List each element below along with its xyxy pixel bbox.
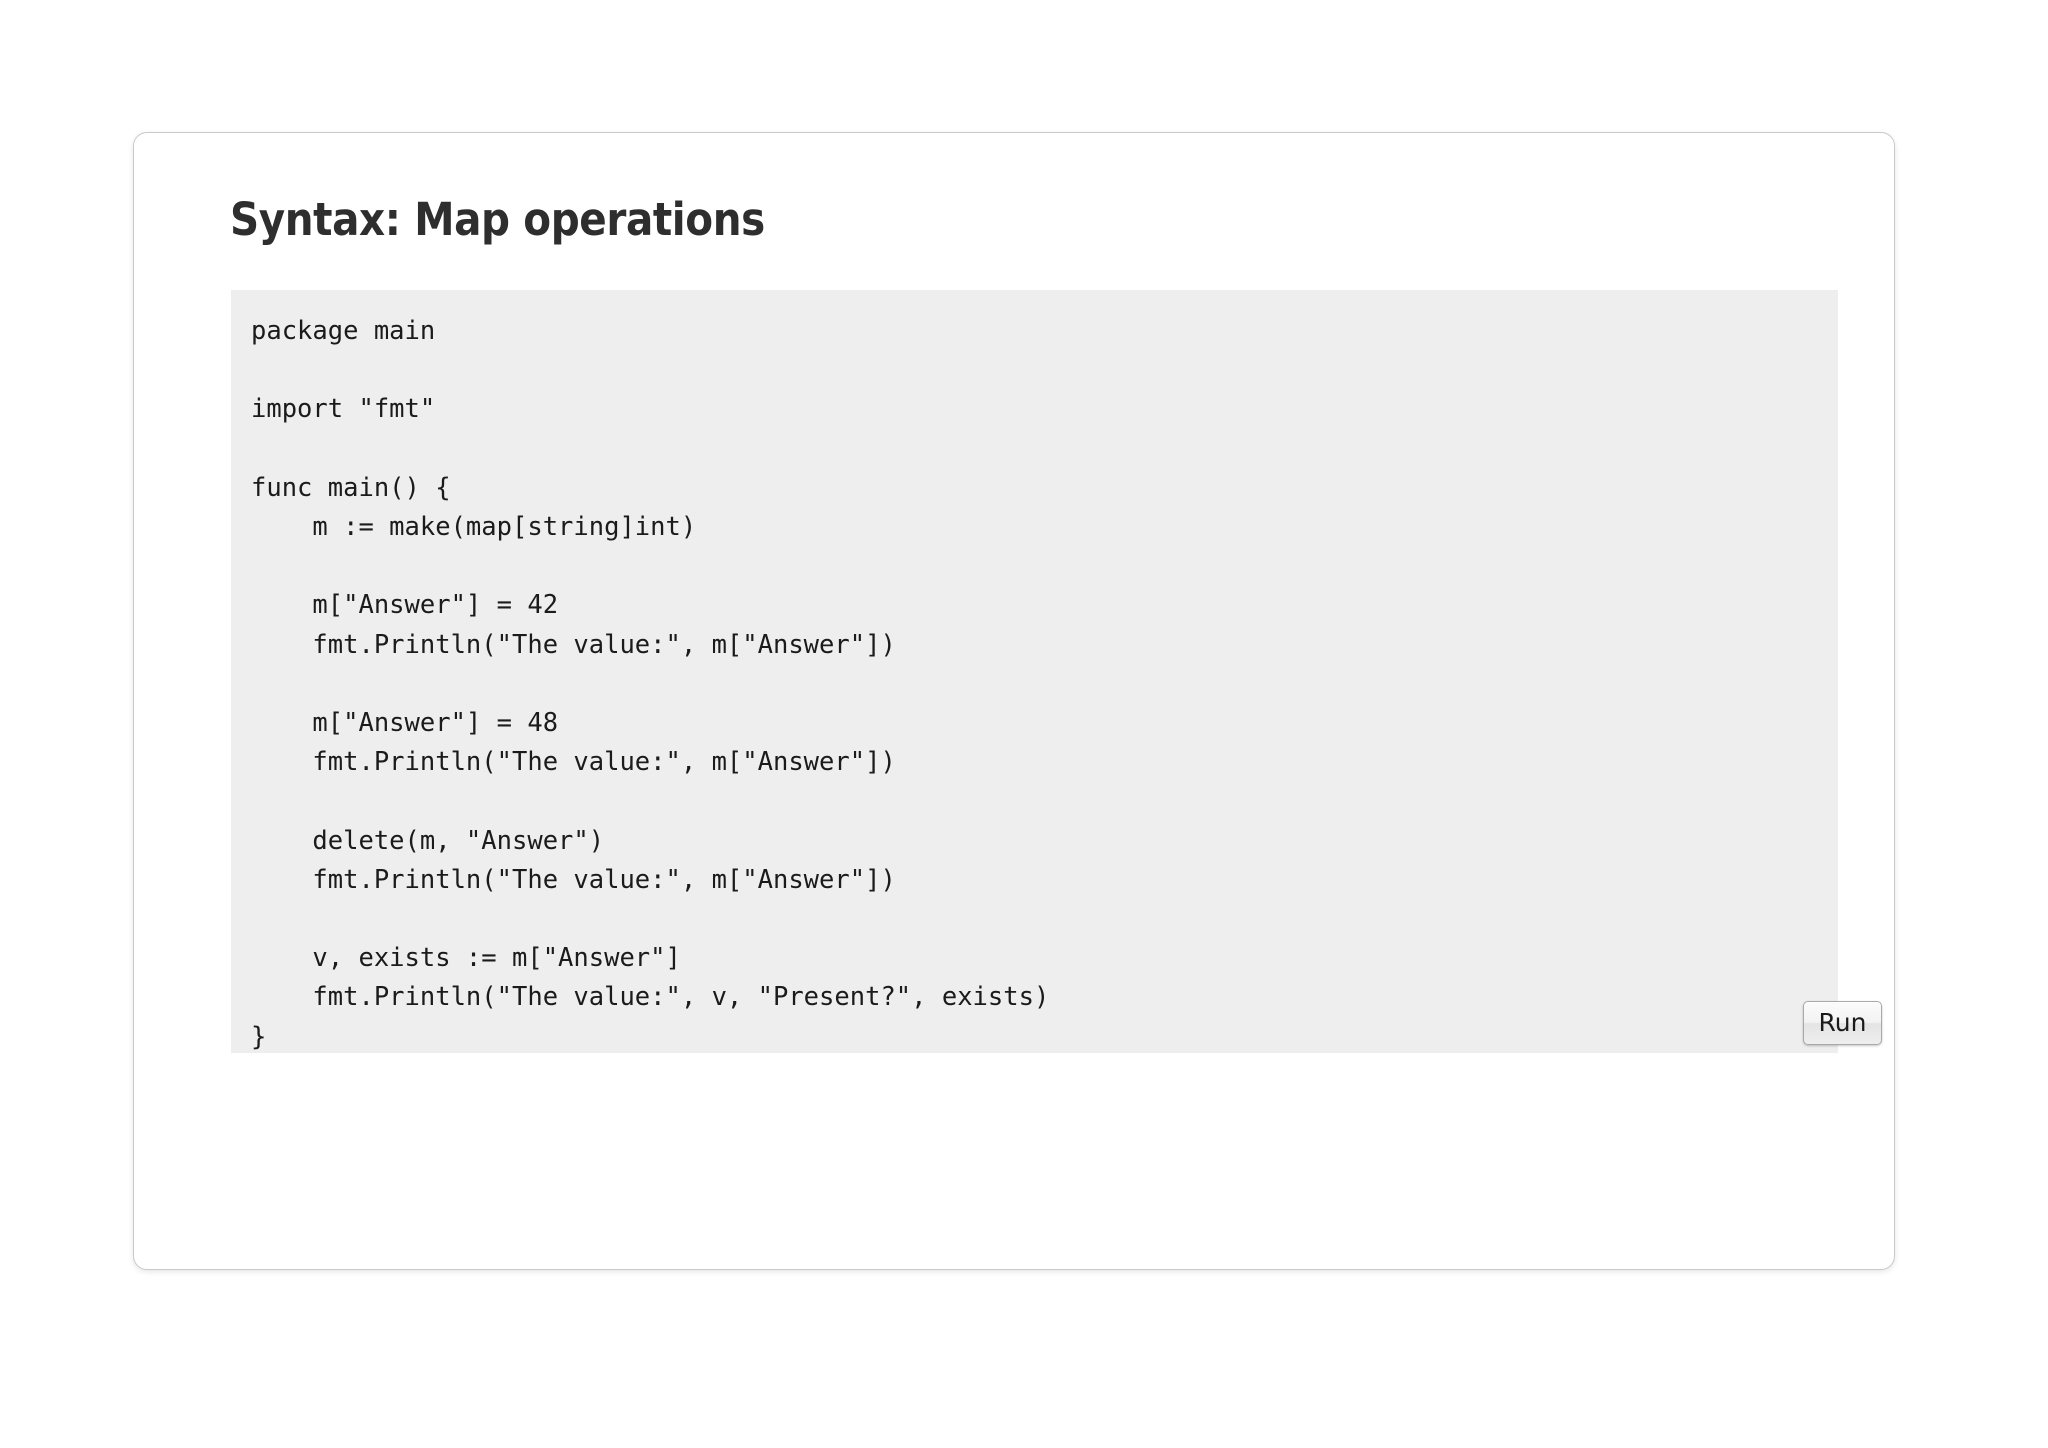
- code-sample: package main import "fmt" func main() { …: [251, 316, 1050, 1052]
- page-title: Syntax: Map operations: [230, 193, 765, 246]
- slide-card: Syntax: Map operations package main impo…: [133, 132, 1895, 1270]
- code-block: package main import "fmt" func main() { …: [231, 290, 1882, 1053]
- run-button[interactable]: Run: [1803, 1001, 1882, 1045]
